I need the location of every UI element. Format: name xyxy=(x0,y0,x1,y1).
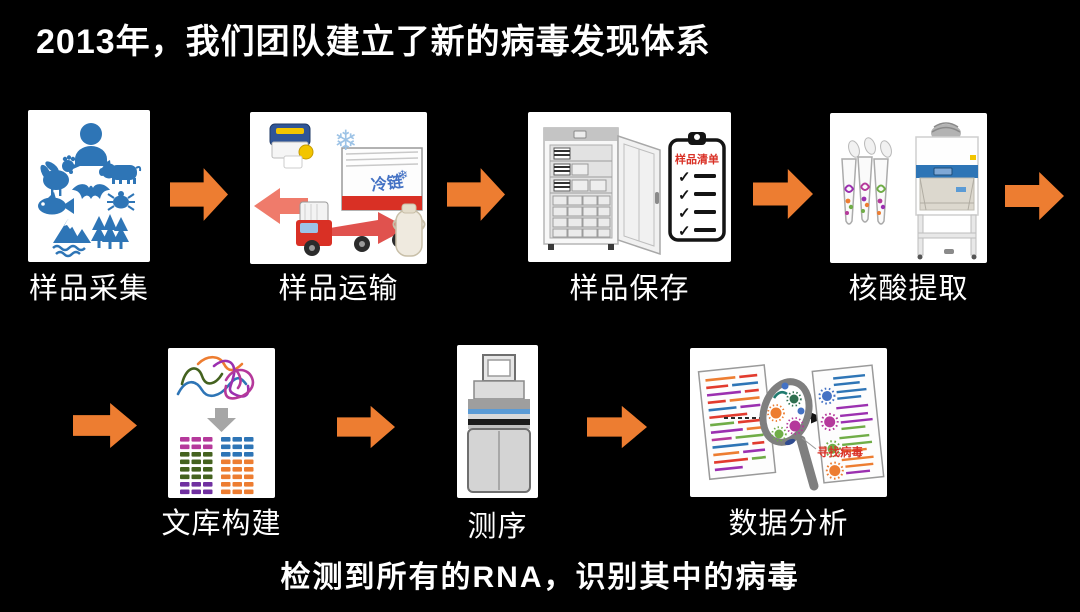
step-label-data-analysis: 数据分析 xyxy=(728,508,849,540)
step-label-library-construction: 文库构建 xyxy=(161,508,282,540)
step-label-sample-transport: 样品运输 xyxy=(278,273,399,305)
mountain-icon xyxy=(52,219,91,258)
snowflake-icon: ❄ xyxy=(334,125,357,156)
sequencing-image xyxy=(457,345,538,498)
reads-grid-icon xyxy=(180,437,254,495)
arrow-icon xyxy=(1005,171,1064,221)
check-icon: ✓ xyxy=(678,223,691,240)
library-construction-illustration xyxy=(176,355,255,495)
step-label-sample-storage: 样品保存 xyxy=(569,273,690,305)
cooler-box-icon xyxy=(269,123,314,169)
arrow-icon xyxy=(587,405,647,449)
reads-panel-left xyxy=(697,364,777,481)
sample-transport-image: 冷链 ❄ ❄ xyxy=(250,112,427,264)
trees-icon xyxy=(91,214,129,249)
snowflake-icon: ❄ xyxy=(396,167,409,183)
step-label-sample-collection: 样品采集 xyxy=(28,273,149,305)
nucleic-acid-extraction-illustration xyxy=(841,122,979,260)
checklist-title: 样品清单 xyxy=(675,152,719,166)
slide-caption: 检测到所有的RNA，识别其中的病毒 xyxy=(280,561,800,594)
check-icon: ✓ xyxy=(678,205,691,222)
library-construction-image xyxy=(168,348,275,498)
nucleic-acid-extraction-image xyxy=(830,113,987,263)
arrow-icon xyxy=(170,167,228,222)
pig-icon xyxy=(99,160,142,184)
drawer-boxes xyxy=(552,195,611,238)
slide-title: 2013年，我们团队建立了新的病毒发现体系 xyxy=(36,23,711,61)
liquid-nitrogen-tank-icon xyxy=(392,203,426,257)
magnifier-icon: 寻找病毒 xyxy=(759,378,863,491)
check-icon: ✓ xyxy=(678,169,691,186)
cold-chain-text: 冷链 xyxy=(370,172,405,195)
sample-storage-illustration: 样品清单 ✓ ✓ ✓ ✓ xyxy=(543,127,726,256)
check-icon: ✓ xyxy=(678,187,691,204)
sample-collection-image xyxy=(28,110,150,262)
rna-tangle-icon xyxy=(176,355,255,400)
data-analysis-illustration: 寻找病毒 xyxy=(697,364,885,491)
fish-icon xyxy=(38,192,74,215)
sample-collection-illustration xyxy=(38,123,142,258)
arrow-icon xyxy=(73,402,137,449)
freezer-icon xyxy=(543,127,661,256)
bat-icon xyxy=(72,184,110,199)
sample-transport-illustration: 冷链 ❄ ❄ xyxy=(254,123,426,257)
arrow-icon xyxy=(337,405,395,449)
rooster-icon xyxy=(40,155,80,196)
sample-checklist-icon: 样品清单 ✓ ✓ ✓ ✓ xyxy=(668,132,726,242)
sequencer-icon xyxy=(467,354,531,493)
step-label-sequencing: 测序 xyxy=(467,511,528,543)
step-label-nucleic-acid-extraction: 核酸提取 xyxy=(848,273,969,305)
red-arrow-left-icon xyxy=(254,188,308,224)
red-arrow-right-icon xyxy=(330,212,408,244)
biosafety-cabinet-icon xyxy=(915,122,979,260)
sample-storage-image: 样品清单 ✓ ✓ ✓ ✓ xyxy=(528,112,731,262)
sample-tubes-icon xyxy=(841,137,892,225)
down-arrow-icon xyxy=(207,408,236,432)
magnifier-label: 寻找病毒 xyxy=(817,445,863,459)
arrow-icon xyxy=(753,168,813,220)
tick-icon xyxy=(107,191,135,211)
arrow-icon xyxy=(447,167,505,222)
reads-panel-right xyxy=(811,364,885,484)
person-icon xyxy=(75,123,107,166)
striped-sample-boxes xyxy=(553,147,607,192)
data-analysis-image: 寻找病毒 xyxy=(690,348,887,497)
